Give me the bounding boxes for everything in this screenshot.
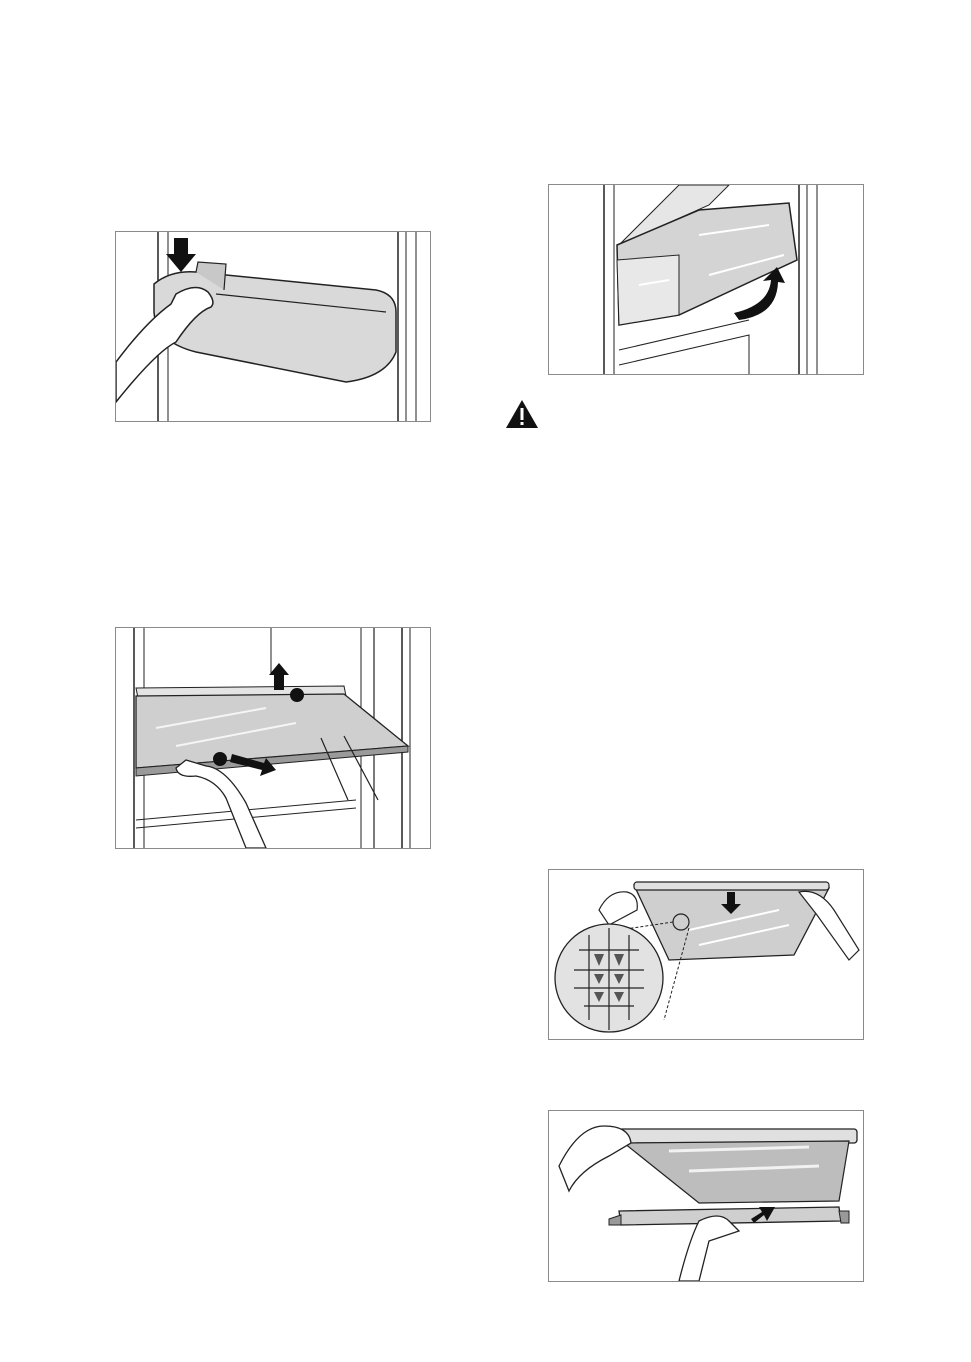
shelf-grid-illustration bbox=[549, 870, 863, 1039]
glass-shelf-illustration bbox=[116, 628, 430, 848]
figure-crisper-drawer bbox=[548, 184, 864, 375]
door-shelf-illustration bbox=[116, 232, 430, 421]
slide-out-shelf-illustration bbox=[549, 1111, 863, 1281]
lift-up-arrow-icon bbox=[269, 663, 289, 690]
push-down-arrow-icon bbox=[166, 238, 196, 272]
warning-triangle-icon bbox=[505, 399, 539, 429]
figure-glass-shelf-removal bbox=[115, 627, 431, 849]
figure-shelf-grid-detail bbox=[548, 869, 864, 1040]
figure-slide-out-shelf bbox=[548, 1110, 864, 1282]
figure-door-shelf-removal bbox=[115, 231, 431, 422]
crisper-drawer-illustration bbox=[549, 185, 863, 374]
